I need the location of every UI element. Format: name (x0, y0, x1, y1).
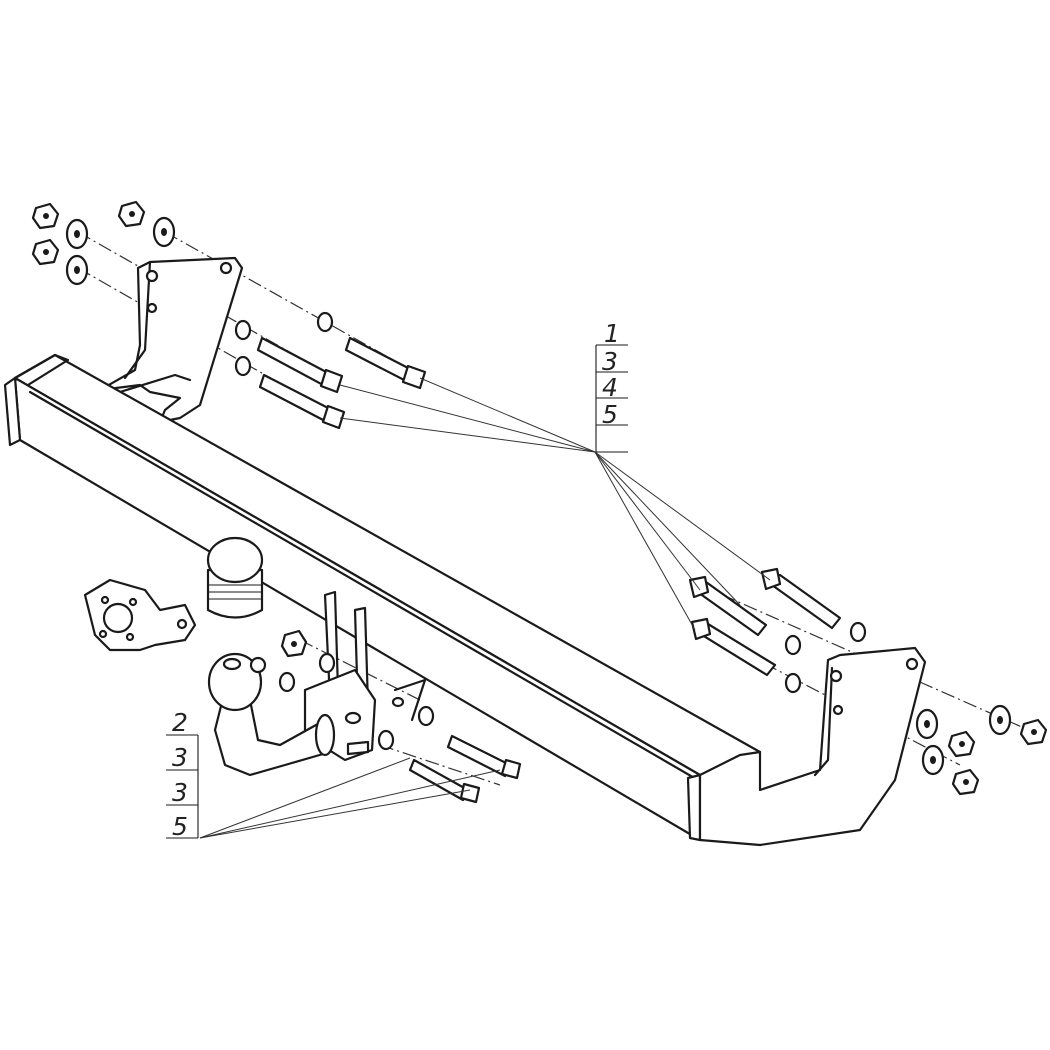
callout-label-bottom-2: 3 (172, 743, 188, 772)
callout-table-top: 1 3 4 5 (595, 319, 628, 453)
left-bolts (256, 336, 427, 430)
callout-label-bottom-4: 5 (172, 812, 188, 841)
right-mounting-bracket (698, 646, 927, 847)
ball-cap (206, 536, 264, 619)
tow-ball-neck (207, 652, 336, 777)
callout-label-bottom-1: 2 (172, 708, 188, 737)
right-washers-nuts (784, 621, 1048, 796)
callout-label-top-2: 3 (602, 347, 618, 376)
socket-plate (83, 578, 197, 652)
callout-label-top-3: 4 (602, 373, 618, 402)
callout-label-top-1: 1 (604, 319, 620, 348)
leader-lines-bottom (199, 757, 501, 839)
left-washers-nuts (31, 200, 334, 377)
left-mounting-bracket (98, 256, 244, 424)
right-bolts (688, 567, 842, 677)
callout-table-bottom: 2 3 3 5 (166, 708, 199, 841)
leader-lines-top (339, 377, 771, 631)
hitch-fasteners (278, 629, 522, 804)
callout-label-top-4: 5 (602, 400, 618, 429)
callout-label-bottom-3: 3 (172, 778, 188, 807)
